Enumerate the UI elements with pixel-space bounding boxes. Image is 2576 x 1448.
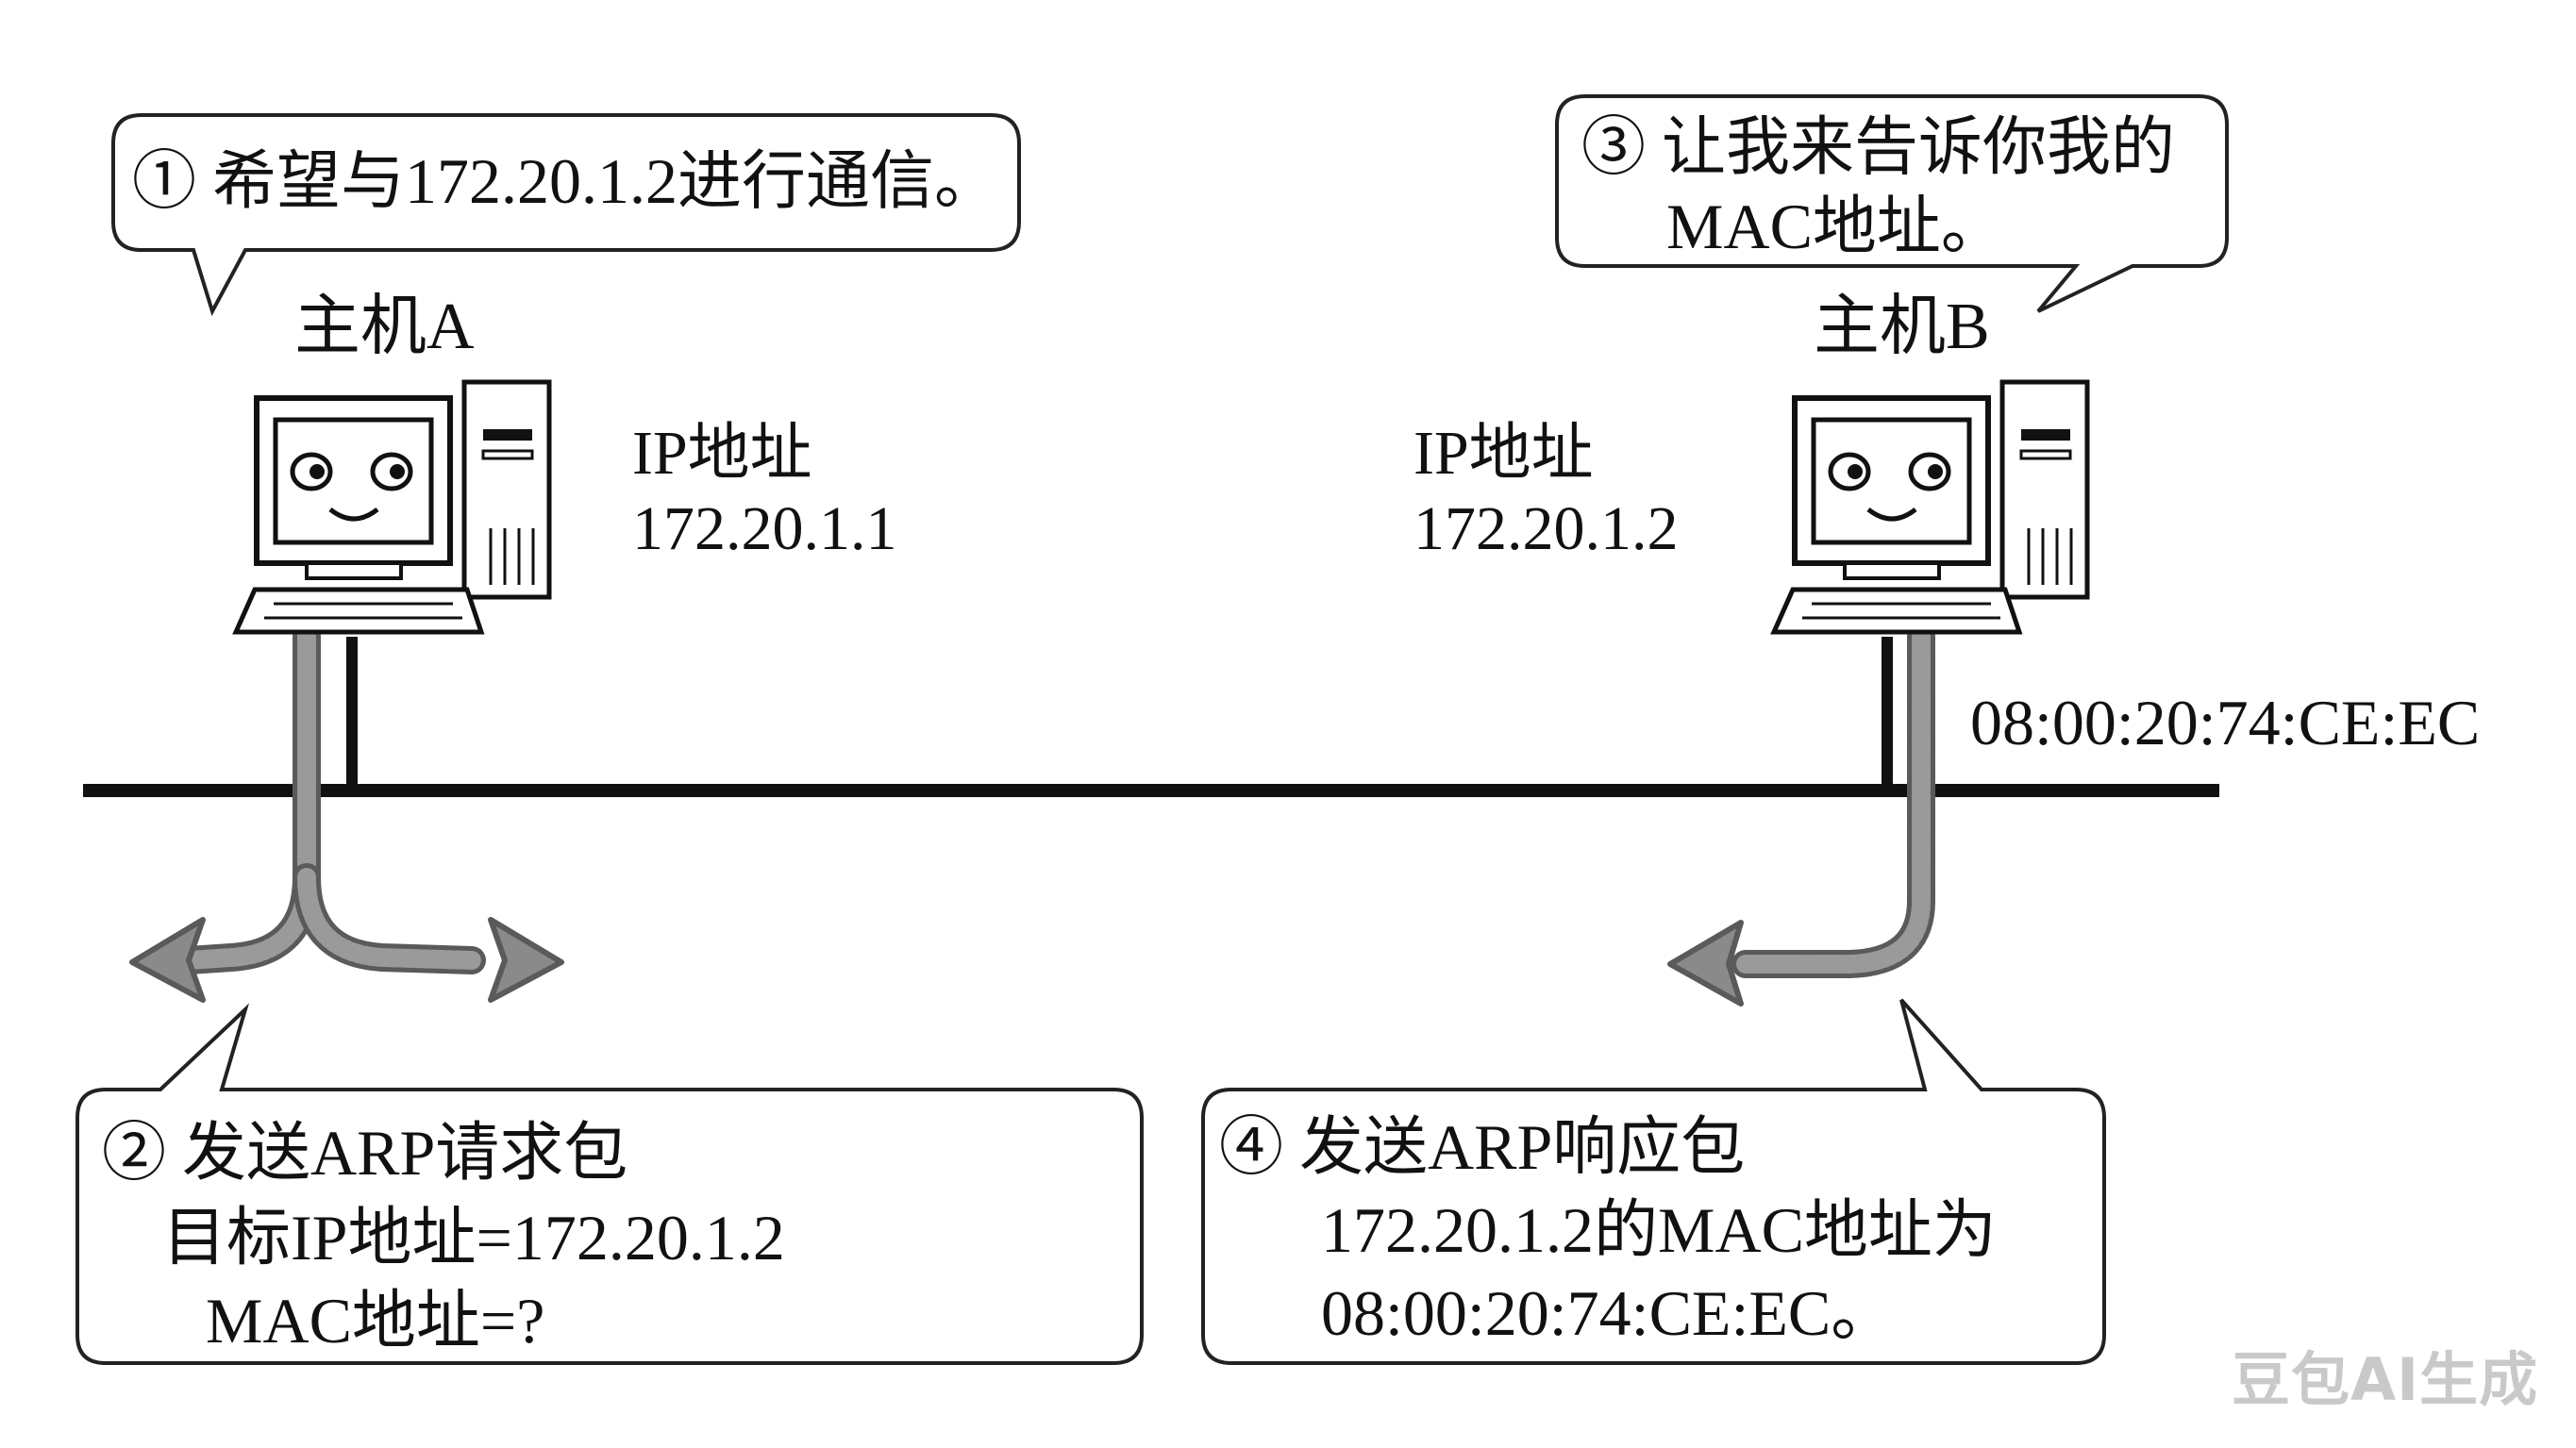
bubble-step2-line-1: ② 发送ARP请求包 — [102, 1117, 628, 1189]
bubble-step4 — [1201, 998, 2106, 1365]
host-a-ip-label: IP地址 — [632, 419, 812, 488]
arp-request-broadcast-arrow — [129, 623, 564, 1003]
bubble-step2 — [75, 1003, 1144, 1365]
watermark: 豆包AI生成 — [2232, 1345, 2539, 1414]
bubble-step3-line-2: MAC地址。 — [1666, 191, 2005, 262]
host-a-name: 主机A — [294, 291, 475, 363]
computer-icon — [1770, 379, 2090, 635]
bubble-step2-line-3: MAC地址=? — [206, 1285, 545, 1356]
bubble-step2-line-2: 目标IP地址=172.20.1.2 — [162, 1202, 785, 1273]
bubble-step3 — [1555, 94, 2229, 313]
host-a-ip-value: 172.20.1.1 — [632, 494, 897, 563]
host-b-name: 主机B — [1814, 291, 1990, 363]
arp-reply-arrow — [1667, 623, 1935, 1007]
bubble-step4-line-3: 08:00:20:74:CE:EC。 — [1321, 1277, 1896, 1349]
bubble-step3-line-1: ③ 让我来告诉你我的 — [1581, 111, 2176, 183]
bubble-step1 — [111, 113, 1021, 317]
computer-icon — [232, 379, 552, 635]
bubble-step4-line-2: 172.20.1.2的MAC地址为 — [1321, 1194, 1997, 1266]
host-b-ip-value: 172.20.1.2 — [1413, 494, 1679, 563]
host-b-ip-label: IP地址 — [1413, 419, 1594, 488]
bubble-step4-line-1: ④ 发送ARP响应包 — [1219, 1111, 1746, 1183]
bubble-step1-line-1: ① 希望与172.20.1.2进行通信。 — [132, 145, 999, 217]
host-b-mac-address: 08:00:20:74:CE:EC — [1970, 687, 2481, 758]
